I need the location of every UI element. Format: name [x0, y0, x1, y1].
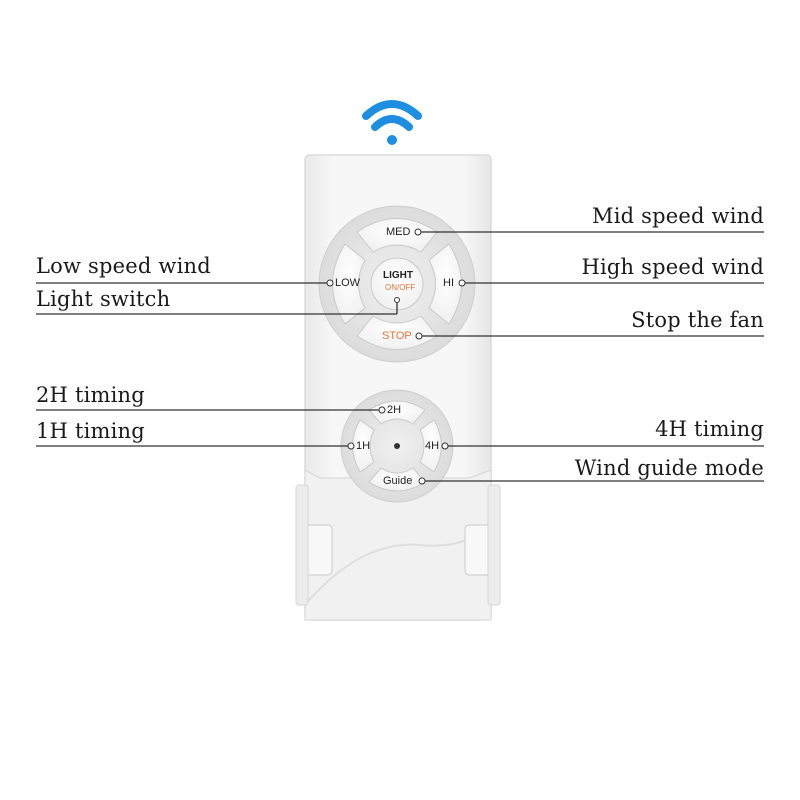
speed-button-cluster [318, 205, 476, 363]
two-h-button-label: 2H [387, 404, 402, 416]
low-button-label: LOW [335, 277, 361, 289]
stop-button-label: STOP [382, 330, 412, 342]
stop-fan-callout: Stop the fan [631, 308, 764, 332]
mid-speed-callout: Mid speed wind [592, 204, 764, 228]
four-h-button-label: 4H [425, 440, 440, 452]
onoff-button-label: ON/OFF [385, 283, 416, 292]
med-button-label: MED [386, 226, 411, 238]
light-switch-callout: Light switch [36, 287, 171, 311]
low-speed-callout: Low speed wind [36, 254, 211, 278]
one-h-button[interactable] [352, 419, 375, 473]
four-h-button[interactable] [419, 419, 442, 473]
hi-button[interactable] [428, 243, 462, 325]
timing-1h-callout: 1H timing [36, 419, 145, 443]
hi-button-label: HI [443, 277, 454, 289]
timer-button-cluster [340, 389, 454, 503]
one-h-button-label: 1H [356, 440, 371, 452]
guide-button-label: Guide [383, 475, 413, 487]
low-button[interactable] [332, 243, 366, 325]
leader-lines [36, 231, 764, 482]
timing-4h-callout: 4H timing [655, 417, 764, 441]
high-speed-callout: High speed wind [581, 255, 764, 279]
guide-button[interactable] [368, 467, 426, 492]
light-button-label: LIGHT [383, 270, 413, 281]
wifi-icon [362, 100, 422, 145]
wind-guide-callout: Wind guide mode [574, 456, 764, 480]
timing-2h-callout: 2H timing [36, 383, 145, 407]
